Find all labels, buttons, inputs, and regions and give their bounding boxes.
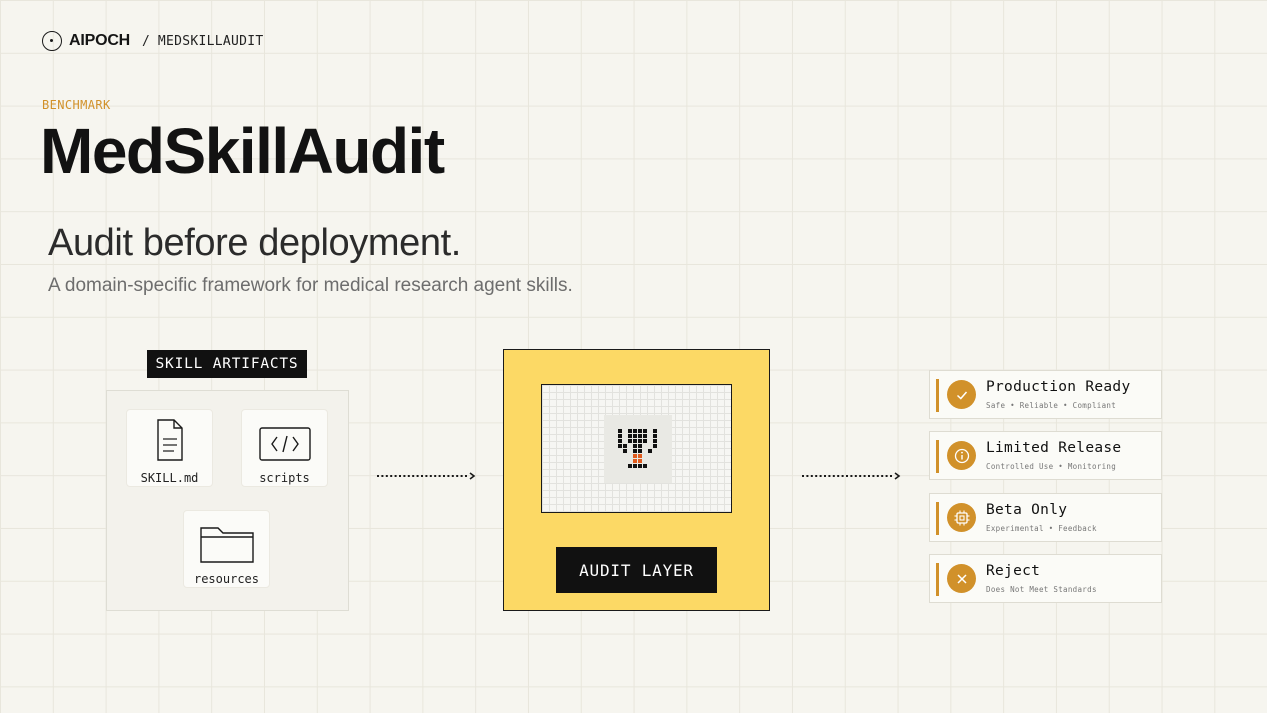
outcome-limited-release: Limited Release Controlled Use • Monitor… [929,431,1162,480]
info-icon [947,441,976,470]
artifact-card-skill-md: SKILL.md [126,409,213,487]
skill-artifacts-label: SKILL ARTIFACTS [147,350,307,378]
page-title: MedSkillAudit [40,115,445,187]
document-icon [156,419,183,461]
header-brand[interactable]: AIPOCH / MEDSKILLAUDIT [42,31,264,51]
outcome-beta-only: Beta Only Experimental • Feedback [929,493,1162,542]
artifact-card-resources: resources [183,510,270,588]
artifact-card-scripts: scripts [241,409,328,487]
artifact-label: SKILL.md [140,471,199,485]
audit-screen [541,384,732,513]
outcome-accent-bar [936,379,939,412]
audit-layer-label: AUDIT LAYER [556,547,717,593]
artifact-label: resources [193,572,260,586]
brand-name: AIPOCH [69,32,131,49]
subtitle: A domain-specific framework for medical … [48,275,573,296]
outcome-title: Beta Only [986,502,1068,518]
outcome-subtitle: Safe • Reliable • Compliant [986,401,1117,410]
outcome-subtitle: Does Not Meet Standards [986,585,1097,594]
outcome-accent-bar [936,563,939,596]
arrow-to-audit [377,472,476,480]
code-icon [258,427,311,461]
logo-icon [42,31,62,51]
breadcrumb-page: MEDSKILLAUDIT [157,33,264,49]
breadcrumb-separator: / [142,33,150,49]
outcome-subtitle: Controlled Use • Monitoring [986,462,1117,471]
pixel-robot-icon [604,415,672,483]
outcome-title: Production Ready [986,379,1131,395]
x-icon [947,564,976,593]
arrow-to-outcomes [802,472,901,480]
folder-icon [199,527,254,563]
outcome-reject: Reject Does Not Meet Standards [929,554,1162,603]
outcome-accent-bar [936,502,939,535]
check-icon [947,380,976,409]
eyebrow-label: BENCHMARK [42,98,111,112]
outcome-subtitle: Experimental • Feedback [986,524,1097,533]
outcome-accent-bar [936,440,939,473]
outcome-title: Limited Release [986,440,1122,456]
outcome-title: Reject [986,563,1041,579]
artifact-label: scripts [259,471,310,485]
outcome-production-ready: Production Ready Safe • Reliable • Compl… [929,370,1162,419]
tagline: Audit before deployment. [48,222,461,264]
chip-icon [947,503,976,532]
